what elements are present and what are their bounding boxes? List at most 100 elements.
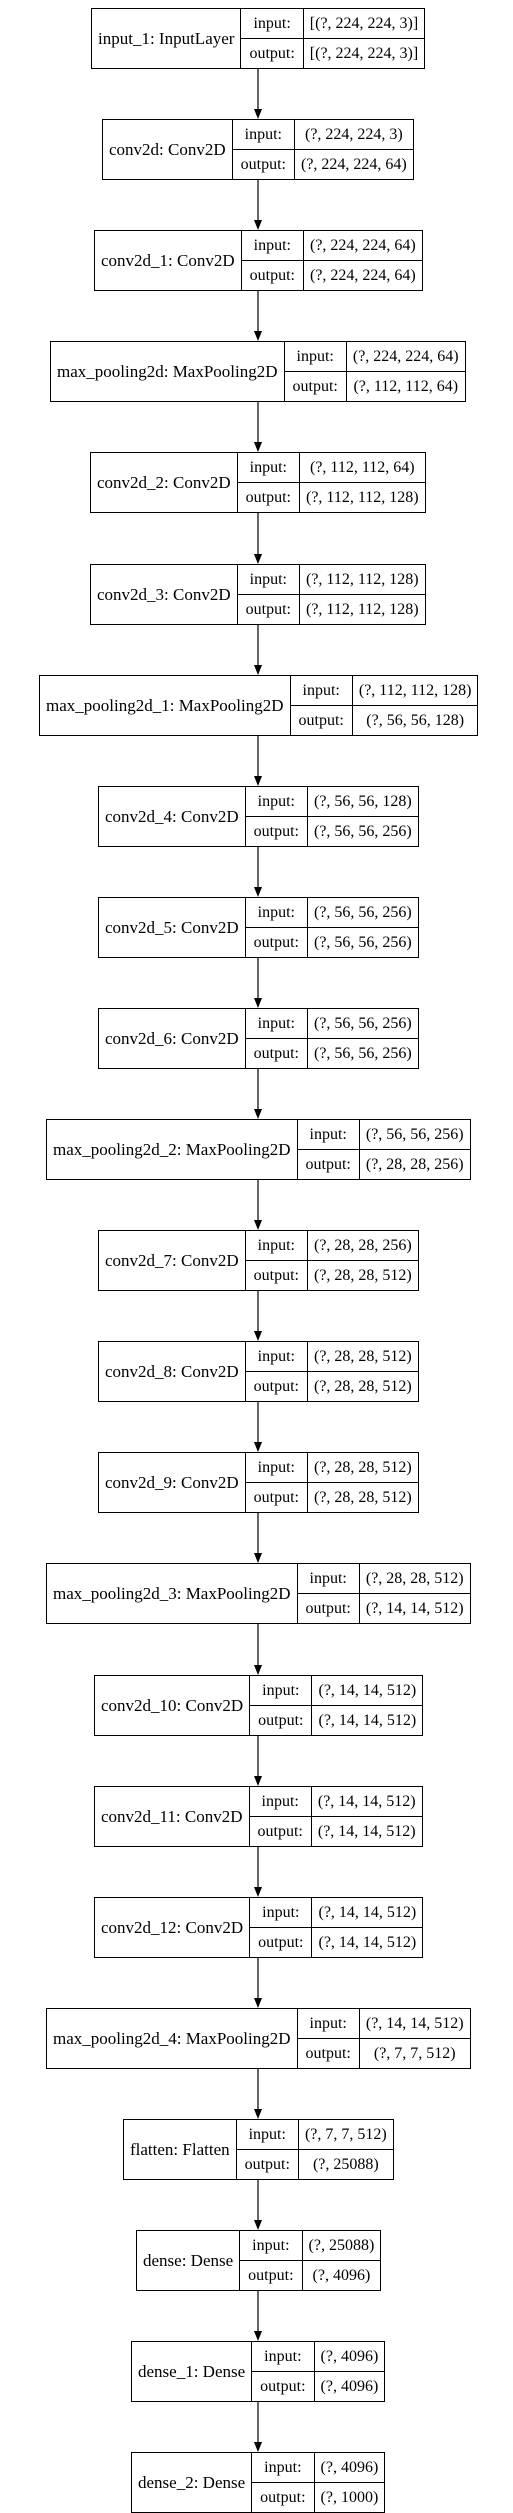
input-shape: (?, 4096) (314, 2342, 385, 2372)
output-label: output: (249, 266, 295, 284)
output-shape: (?, 112, 112, 128) (305, 488, 419, 506)
layer-name: conv2d_4: Conv2D (99, 787, 246, 846)
layer-name: max_pooling2d_2: MaxPooling2D (47, 1120, 298, 1179)
port-labels: input: output: (232, 120, 295, 179)
layer-name: input_1: InputLayer (92, 9, 242, 68)
shape-values: (?, 56, 56, 256) (?, 28, 28, 256) (359, 1120, 470, 1179)
input-label: input: (237, 453, 299, 483)
input-label: input: (245, 898, 307, 928)
output-label: output: (258, 1711, 304, 1729)
port-labels: input: output: (297, 1564, 360, 1623)
output-shape: (?, 28, 28, 512) (313, 1266, 412, 1284)
output-label: output: (253, 1488, 299, 1506)
arrow-head-icon (254, 665, 262, 675)
output-shape: (?, 224, 224, 64) (309, 266, 416, 284)
output-shape: (?, 4096) (312, 2266, 371, 2284)
layer-name: max_pooling2d_1: MaxPooling2D (40, 676, 291, 735)
input-label: input: (240, 2231, 302, 2261)
input-label: input: (297, 1120, 359, 1150)
output-shape: (?, 56, 56, 256) (313, 933, 412, 951)
layer-node: max_pooling2d_4: MaxPooling2D input: out… (46, 2008, 471, 2069)
layer-name: conv2d: Conv2D (103, 120, 233, 179)
output-shape: (?, 14, 14, 512) (317, 1822, 416, 1840)
output-label: output: (253, 933, 299, 951)
shape-values: (?, 56, 56, 256) (?, 56, 56, 256) (307, 1009, 418, 1068)
input-label: input: (245, 1453, 307, 1483)
layer-node: flatten: Flatten input: output: (?, 7, 7… (123, 2119, 394, 2180)
shape-values: [(?, 224, 224, 3)] [(?, 224, 224, 3)] (303, 9, 425, 68)
arrow-head-icon (254, 1553, 262, 1563)
output-label: output: (305, 1155, 351, 1173)
input-shape: (?, 25088) (302, 2231, 381, 2261)
arrow-head-icon (254, 2442, 262, 2452)
arrow-head-icon (254, 1331, 262, 1341)
port-labels: input: output: (245, 1231, 308, 1290)
input-label: input: (245, 1009, 307, 1039)
input-label: input: (249, 1787, 311, 1817)
shape-values: (?, 224, 224, 3) (?, 224, 224, 64) (294, 120, 413, 179)
input-shape: (?, 56, 56, 256) (307, 898, 418, 928)
output-label: output: (249, 44, 295, 62)
layer-name: flatten: Flatten (124, 2120, 237, 2179)
output-label: output: (248, 2266, 294, 2284)
output-label: output: (258, 1933, 304, 1951)
layer-node: conv2d_4: Conv2D input: output: (?, 56, … (98, 786, 419, 847)
shape-values: (?, 14, 14, 512) (?, 14, 14, 512) (312, 1898, 423, 1957)
output-shape: (?, 7, 7, 512) (373, 2044, 456, 2062)
port-labels: input: output: (250, 1898, 313, 1957)
input-shape: (?, 4096) (314, 2453, 385, 2483)
layer-node: dense_2: Dense input: output: (?, 4096) … (131, 2452, 386, 2513)
layer-name: max_pooling2d_4: MaxPooling2D (47, 2009, 298, 2068)
layer-name: conv2d_9: Conv2D (99, 1453, 246, 1512)
layer-node: conv2d_11: Conv2D input: output: (?, 14,… (94, 1786, 423, 1847)
shape-values: (?, 7, 7, 512) (?, 25088) (298, 2120, 393, 2179)
input-shape: (?, 112, 112, 128) (299, 565, 425, 595)
input-label: input: (297, 1564, 359, 1594)
output-shape: (?, 56, 56, 128) (366, 711, 465, 729)
layer-name: conv2d_11: Conv2D (95, 1787, 250, 1846)
input-label: input: (245, 1231, 307, 1261)
output-shape: (?, 56, 56, 256) (313, 1044, 412, 1062)
output-label: output: (253, 1266, 299, 1284)
arrow-head-icon (254, 1776, 262, 1786)
port-labels: input: output: (245, 787, 308, 846)
input-label: input: (252, 2342, 314, 2372)
shape-values: (?, 25088) (?, 4096) (302, 2231, 381, 2290)
layer-name: dense_1: Dense (132, 2342, 253, 2401)
input-label: input: (241, 9, 303, 39)
arrow-head-icon (254, 1998, 262, 2008)
layer-node: conv2d: Conv2D input: output: (?, 224, 2… (102, 119, 414, 180)
output-shape: (?, 112, 112, 128) (305, 600, 419, 618)
output-label: output: (305, 1599, 351, 1617)
port-labels: input: output: (245, 898, 308, 957)
arrow-head-icon (254, 109, 262, 119)
output-label: output: (305, 2044, 351, 2062)
output-label: output: (245, 600, 291, 618)
layer-name: max_pooling2d: MaxPooling2D (51, 342, 285, 401)
input-shape: (?, 56, 56, 256) (359, 1120, 470, 1150)
layer-name: conv2d_7: Conv2D (99, 1231, 246, 1290)
port-labels: input: output: (241, 9, 304, 68)
shape-values: (?, 112, 112, 128) (?, 56, 56, 128) (352, 676, 478, 735)
output-shape: (?, 4096) (320, 2377, 379, 2395)
input-shape: (?, 56, 56, 128) (307, 787, 418, 817)
arrow-head-icon (254, 998, 262, 1008)
shape-values: (?, 56, 56, 256) (?, 56, 56, 256) (307, 898, 418, 957)
input-shape: (?, 14, 14, 512) (312, 1676, 423, 1706)
port-labels: input: output: (250, 1676, 313, 1735)
output-shape: (?, 14, 14, 512) (318, 1933, 417, 1951)
arrow-head-icon (254, 1887, 262, 1897)
layer-name: conv2d_5: Conv2D (99, 898, 246, 957)
arrow-head-icon (254, 2109, 262, 2119)
input-shape: (?, 14, 14, 512) (311, 1787, 422, 1817)
shape-values: (?, 4096) (?, 1000) (314, 2453, 385, 2512)
input-shape: (?, 28, 28, 512) (307, 1342, 418, 1372)
output-shape: (?, 28, 28, 256) (365, 1155, 464, 1173)
input-shape: (?, 112, 112, 128) (352, 676, 478, 706)
shape-values: (?, 224, 224, 64) (?, 224, 224, 64) (303, 231, 422, 290)
output-shape: (?, 224, 224, 64) (300, 155, 407, 173)
output-shape: [(?, 224, 224, 3)] (309, 44, 419, 62)
layer-node: conv2d_8: Conv2D input: output: (?, 28, … (98, 1341, 419, 1402)
layer-node: conv2d_2: Conv2D input: output: (?, 112,… (90, 452, 426, 513)
